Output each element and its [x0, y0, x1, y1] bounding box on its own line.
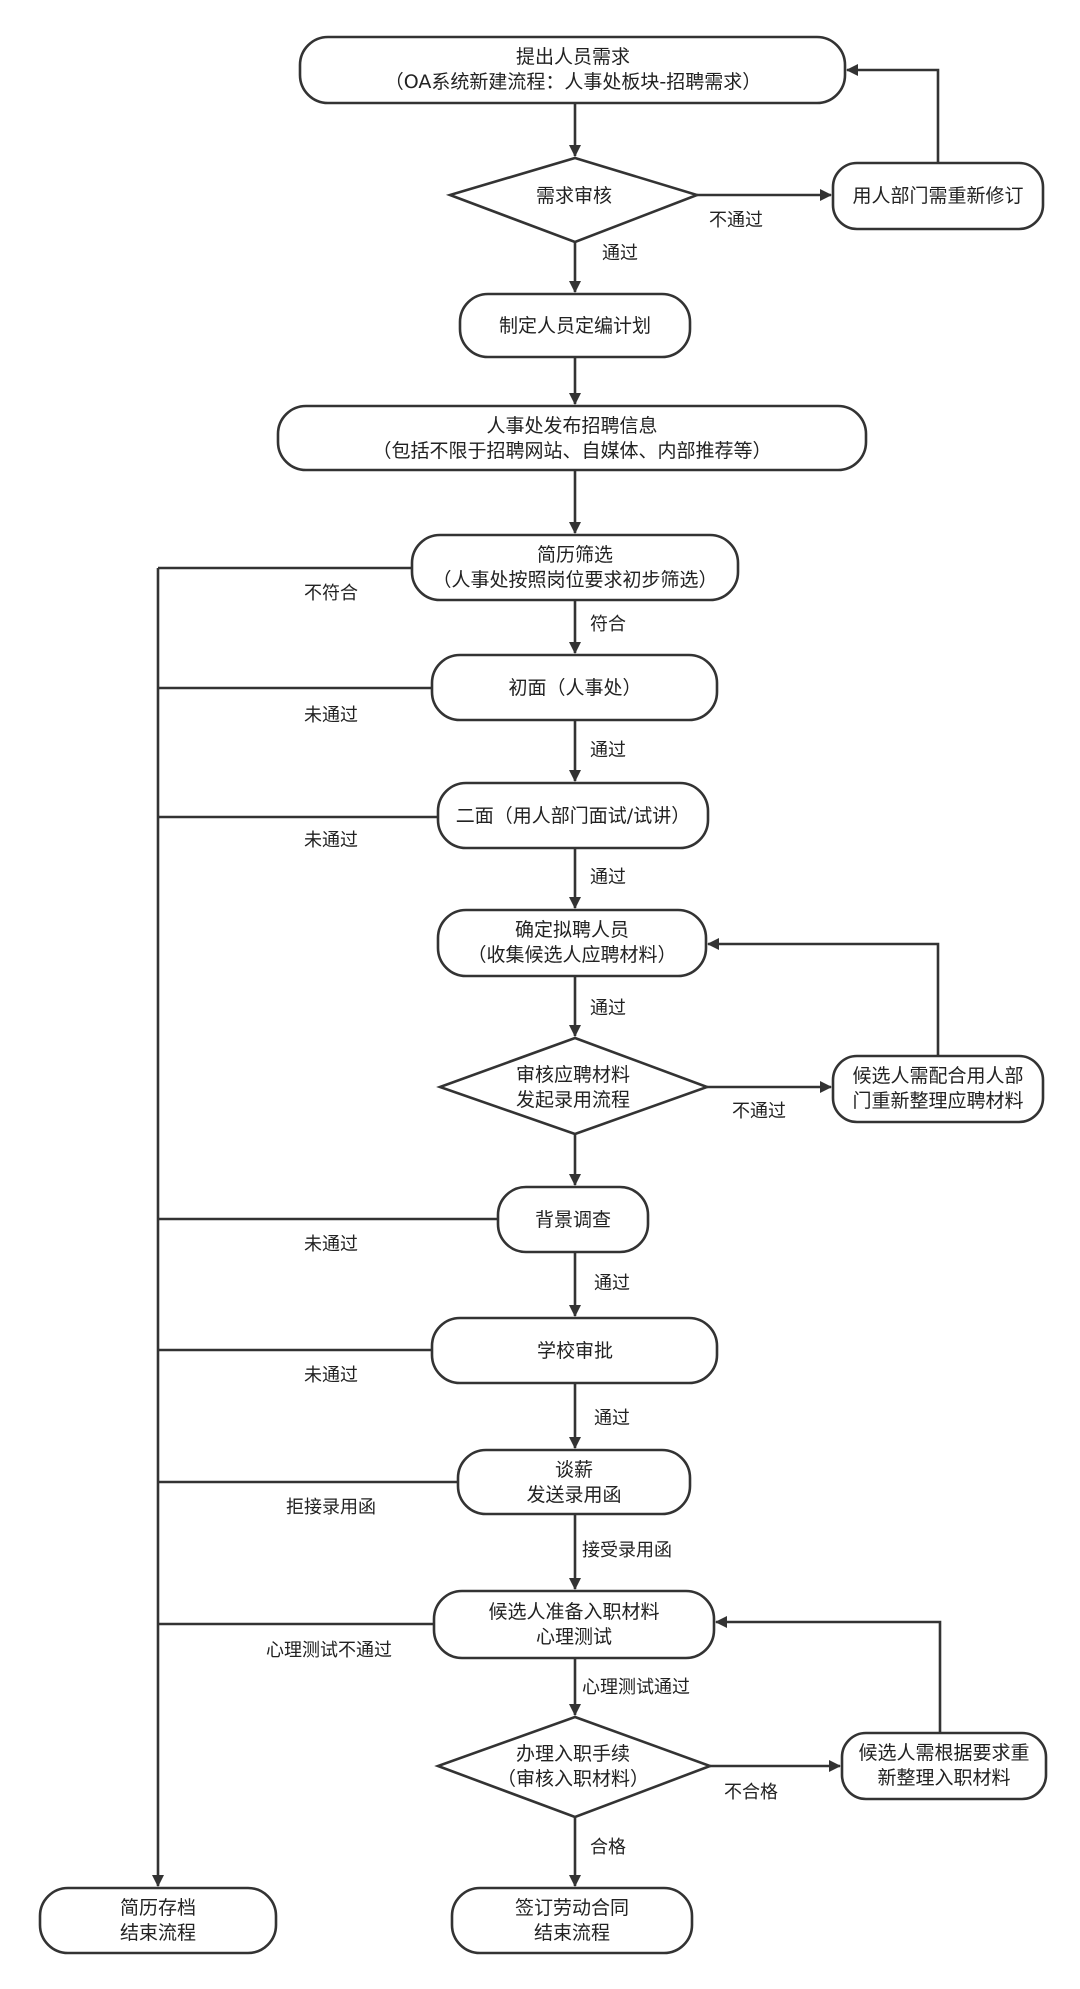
edge-label: 拒接录用函 [286, 1497, 376, 1518]
node-label: 签订劳动合同 [515, 1897, 629, 1919]
node-confirm-candidate [436, 908, 708, 978]
edge-label: 未通过 [304, 705, 358, 726]
edge-label: 通过 [594, 1273, 630, 1294]
edge-label: 未通过 [304, 830, 358, 851]
decision-onboarding-procedures [434, 1715, 714, 1819]
node-label: （审核入职材料） [497, 1768, 649, 1790]
edge-label: 不合格 [724, 1782, 778, 1803]
edge-label: 不通过 [709, 210, 763, 231]
nodes [38, 35, 1048, 1955]
edge-label: 通过 [602, 243, 638, 264]
node-publish-recruitment [276, 404, 868, 472]
node-label: 审核应聘材料 [516, 1064, 630, 1086]
edge-label: 合格 [590, 1837, 626, 1858]
node-label: 制定人员定编计划 [499, 315, 651, 337]
node-department-revise [831, 161, 1045, 231]
node-label: 学校审批 [537, 1340, 613, 1362]
node-label: 发起录用流程 [516, 1089, 630, 1111]
edge-label: 符合 [590, 614, 626, 635]
node-label: 门重新整理应聘材料 [852, 1090, 1023, 1112]
decision-review-application [436, 1036, 711, 1136]
edge-label: 心理测试不通过 [266, 1640, 392, 1661]
edge-label: 未通过 [304, 1234, 358, 1255]
edge-r2-n7 [707, 938, 940, 1056]
node-sign-contract-end [450, 1886, 694, 1955]
node-second-interview [436, 781, 710, 850]
edge-label: 通过 [590, 740, 626, 761]
node-label: 需求审核 [536, 185, 612, 207]
edge-label: 通过 [590, 998, 626, 1019]
edge-labels: 不通过 通过 不符合 符合 未通过 通过 未通过 通过 通过 不通过 未通过 通… [266, 210, 786, 1858]
node-label: （人事处按照岗位要求初步筛选） [432, 569, 717, 591]
node-label: 二面（用人部门面试/试讲） [456, 805, 690, 827]
node-label: 人事处发布招聘信息 [486, 415, 657, 437]
edge-label: 心理测试通过 [582, 1677, 690, 1698]
node-label: 新整理入职材料 [877, 1767, 1010, 1789]
node-submit-request [298, 35, 847, 105]
edge-label: 通过 [590, 867, 626, 888]
node-label: 办理入职手续 [516, 1743, 630, 1765]
decision-request-review [445, 156, 701, 244]
edge-label: 未通过 [304, 1365, 358, 1386]
edge-label: 不通过 [732, 1101, 786, 1122]
node-labels: 提出人员需求 （OA系统新建流程：人事处板块-招聘需求） 需求审核 用人部门需重… [120, 46, 1030, 1944]
node-label: 提出人员需求 [516, 46, 630, 68]
node-first-interview [430, 653, 719, 722]
edge-label: 不符合 [304, 583, 358, 604]
node-label: 结束流程 [534, 1922, 610, 1944]
node-label: 发送录用函 [526, 1484, 621, 1506]
node-background-check [496, 1185, 650, 1254]
node-candidate-reorganize-application [831, 1054, 1045, 1124]
node-label: 用人部门需重新修订 [852, 185, 1023, 207]
node-label: 简历筛选 [537, 544, 613, 566]
node-label: 谈薪 [555, 1459, 593, 1481]
edge-r1-n1 [846, 64, 940, 163]
node-archive-resume-end [38, 1886, 278, 1955]
edge-label: 接受录用函 [582, 1540, 672, 1561]
node-label: 初面（人事处） [508, 677, 641, 699]
node-label: （OA系统新建流程：人事处板块-招聘需求） [385, 71, 761, 93]
edge-r3-n11 [715, 1616, 942, 1733]
node-label: 心理测试 [536, 1626, 612, 1648]
node-resume-screening [410, 533, 740, 602]
node-label: 候选人准备入职材料 [488, 1601, 659, 1623]
node-label: （收集候选人应聘材料） [467, 944, 676, 966]
node-label: 确定拟聘人员 [515, 919, 629, 941]
node-label: 候选人需根据要求重 [858, 1742, 1029, 1764]
connectors [152, 64, 942, 1887]
node-prepare-onboarding [432, 1589, 716, 1660]
node-label: 结束流程 [120, 1922, 196, 1944]
node-label: （包括不限于招聘网站、自媒体、内部推荐等） [372, 440, 771, 462]
node-school-approval [430, 1316, 719, 1385]
edge-label: 通过 [594, 1408, 630, 1429]
node-label: 背景调查 [535, 1209, 611, 1231]
node-label: 简历存档 [120, 1897, 196, 1919]
node-candidate-reorganize-onboarding [840, 1731, 1048, 1801]
node-staffing-plan [458, 292, 692, 359]
node-label: 候选人需配合用人部 [852, 1065, 1023, 1087]
node-salary-negotiation [456, 1448, 692, 1516]
